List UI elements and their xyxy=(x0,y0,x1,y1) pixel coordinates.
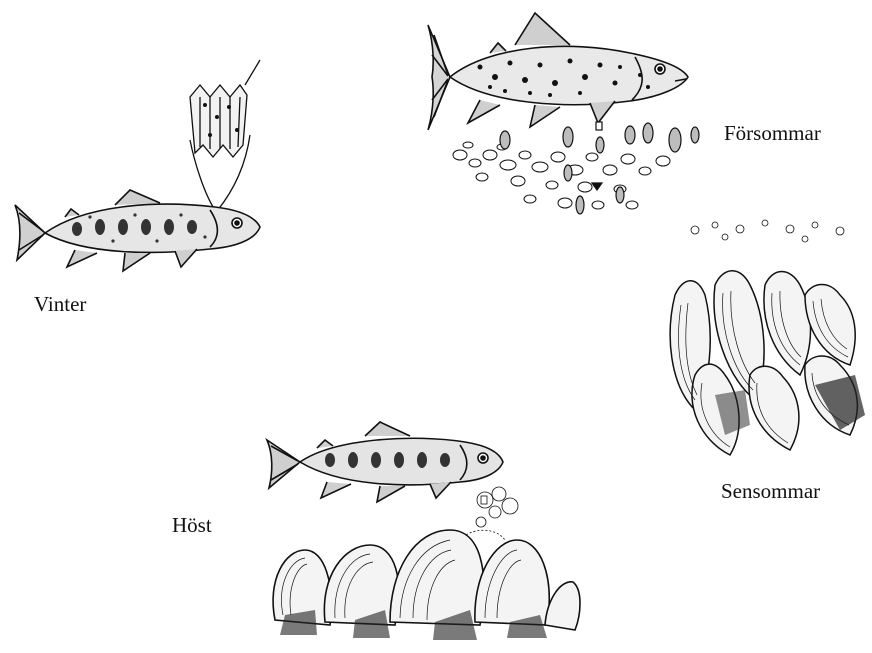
vinter-illustration-icon xyxy=(5,45,280,280)
mussel-cluster-icon xyxy=(670,220,857,455)
season-label-vinter: Vinter xyxy=(34,292,86,317)
season-label-sensommar: Sensommar xyxy=(721,479,820,504)
trout-icon xyxy=(267,422,503,502)
gravel-bed-icon xyxy=(453,142,670,209)
gill-detail-icon xyxy=(190,60,260,211)
trout-icon xyxy=(428,13,688,130)
forsommar-illustration-icon xyxy=(420,5,720,230)
season-label-forsommar: Försommar xyxy=(724,121,821,146)
host-illustration-icon xyxy=(255,410,585,650)
sensommar-illustration-icon xyxy=(655,215,870,465)
glochidia-cloud-icon xyxy=(460,487,518,540)
mussel-bed-icon xyxy=(273,530,580,630)
season-label-host: Höst xyxy=(172,513,212,538)
